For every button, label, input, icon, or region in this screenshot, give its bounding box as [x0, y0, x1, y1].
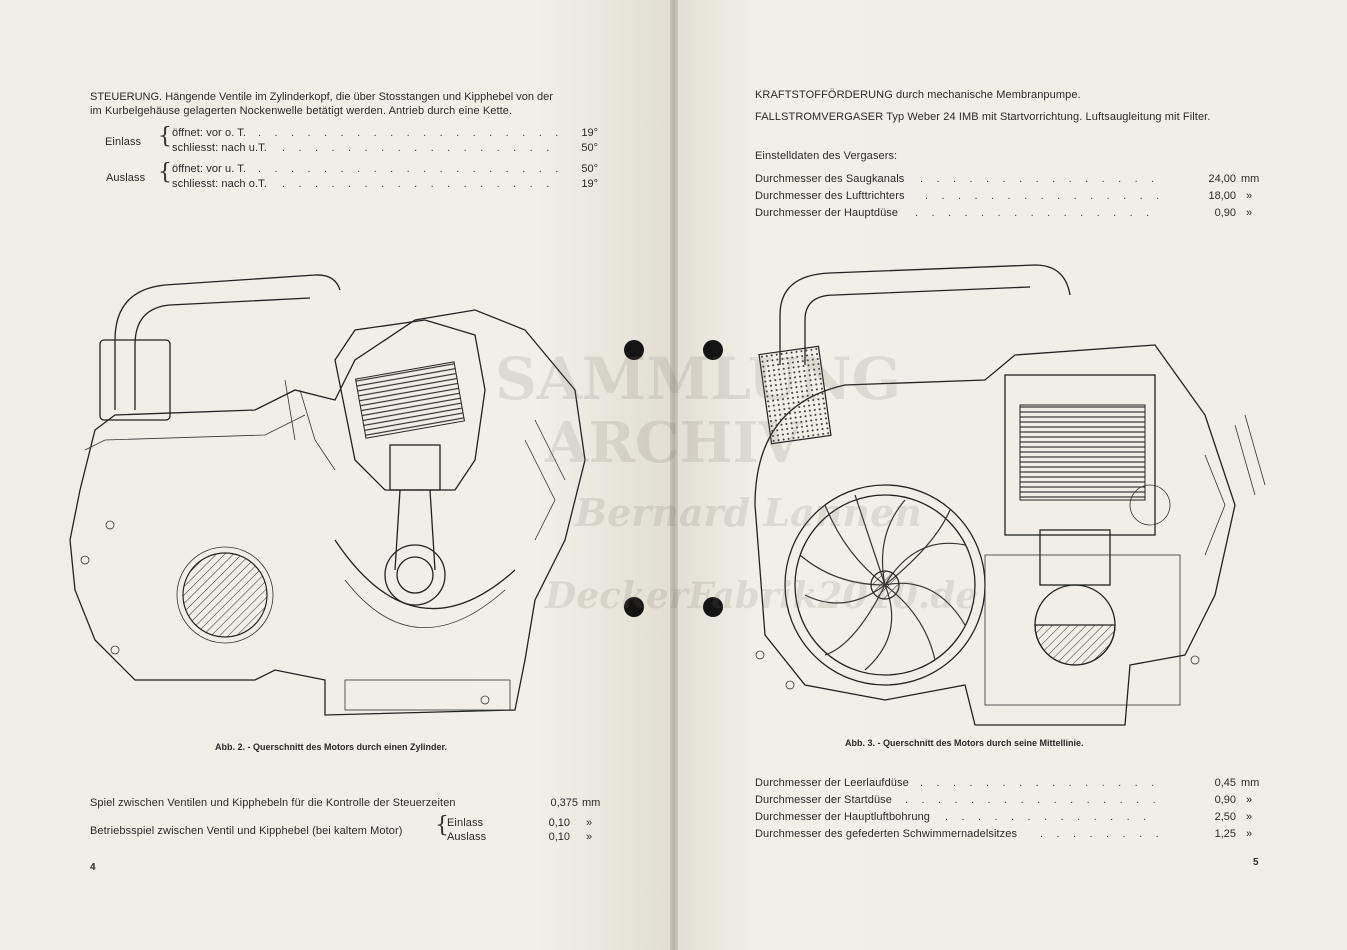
dot-leader: . . . . . . . . . . . . . . . . . . . . …: [258, 163, 558, 175]
timing-label-4: schliesst: nach o.T.: [172, 178, 267, 190]
figure-caption-right: Abb. 3. - Querschnitt des Motors durch s…: [845, 738, 1084, 748]
watermark-line-1: SAMMLUNG: [495, 345, 902, 413]
bottom-row-value-2: 0,90: [1214, 794, 1236, 806]
binding-gutter: [670, 0, 678, 950]
timing-value-4: 19°: [581, 178, 598, 190]
timing-value-2: 50°: [581, 142, 598, 154]
timing-value-3: 50°: [581, 163, 598, 175]
binder-hole: [703, 340, 723, 360]
timing-label-3: öffnet: vor u. T.: [172, 163, 247, 175]
betrieb-brace: {: [435, 813, 449, 838]
auslass-brace: {: [158, 160, 172, 185]
betrieb-auslass-label: Auslass: [447, 831, 487, 843]
dot-leader: . . . . . . . . . . . . . . . . . . . . …: [920, 777, 1160, 789]
bottom-row-label-1: Durchmesser der Leerlaufdüse: [755, 777, 909, 789]
left-page: [0, 0, 672, 950]
top-row-label-3: Durchmesser der Hauptdüse: [755, 207, 899, 219]
watermark-line-3: Bernard Lannen: [575, 490, 922, 535]
betrieb-einlass-value: 0,10: [548, 817, 570, 829]
spiel-label: Spiel zwischen Ventilen und Kipphebeln f…: [90, 797, 456, 809]
top-row-unit-2: »: [1246, 190, 1253, 202]
top-row-unit-1: mm: [1241, 173, 1260, 185]
bottom-row-unit-1: mm: [1241, 777, 1260, 789]
dot-leader: . . . . . . . . . . . . . . . . . . . . …: [920, 173, 1160, 185]
bottom-row-label-3: Durchmesser der Hauptluftbohrung: [755, 811, 931, 823]
bottom-row-unit-4: »: [1246, 828, 1253, 840]
dot-leader: . . . . . . . . . . . . . . . . . . . . …: [282, 142, 558, 154]
einlass-brace: {: [158, 124, 172, 149]
steuerung-line-2: im Kurbelgehäuse gelagerten Nockenwelle …: [90, 105, 513, 117]
bottom-row-value-4: 1,25: [1214, 828, 1236, 840]
bottom-row-value-3: 2,50: [1214, 811, 1236, 823]
top-row-value-1: 24,00: [1208, 173, 1236, 185]
top-row-value-3: 0,90: [1214, 207, 1236, 219]
page-number-left: 4: [90, 862, 96, 873]
betrieb-auslass-unit: »: [586, 831, 593, 843]
bottom-row-label-4: Durchmesser des gefederten Schwimmernade…: [755, 828, 1018, 840]
bottom-row-label-2: Durchmesser der Startdüse: [755, 794, 892, 806]
steuerung-line-1: Hängende Ventile im Zylinderkopf, die üb…: [165, 91, 553, 103]
spiel-unit: mm: [582, 797, 601, 809]
vergaser-line: FALLSTROMVERGASER Typ Weber 24 IMB mit S…: [755, 111, 1211, 123]
engine-cross-section-cylinder-drawing: [69, 274, 586, 716]
dot-leader: . . . . . . . . . . . . . . . . . . . . …: [915, 207, 1160, 219]
steuerung-paragraph: STEUERUNG. Hängende Ventile im Zylinderk…: [90, 90, 598, 104]
dot-leader: . . . . . . . . . . . . . . . . . . . . …: [282, 178, 558, 190]
betrieb-label: Betriebsspiel zwischen Ventil und Kipphe…: [90, 825, 403, 837]
top-row-value-2: 18,00: [1208, 190, 1236, 202]
spiel-value: 0,375: [550, 797, 578, 809]
timing-value-1: 19°: [581, 127, 598, 139]
bottom-row-unit-2: »: [1246, 794, 1253, 806]
bottom-row-value-1: 0,45: [1214, 777, 1236, 789]
dot-leader: . . . . . . . . . . . . . . . . . . . . …: [1040, 828, 1160, 840]
betrieb-auslass-value: 0,10: [548, 831, 570, 843]
timing-label-1: öffnet: vor o. T.: [172, 127, 247, 139]
page-number-right: 5: [1253, 857, 1259, 868]
engine-cross-section-centerline-drawing: [754, 264, 1266, 726]
top-row-unit-3: »: [1246, 207, 1253, 219]
dot-leader: . . . . . . . . . . . . . . . . . . . . …: [925, 190, 1160, 202]
betrieb-einlass-label: Einlass: [447, 817, 484, 829]
binder-hole: [624, 340, 644, 360]
binder-hole: [624, 597, 644, 617]
timing-label-2: schliesst: nach u.T.: [172, 142, 267, 154]
top-row-label-1: Durchmesser des Saugkanals: [755, 173, 905, 185]
right-page: [675, 0, 1347, 950]
bottom-row-unit-3: »: [1246, 811, 1253, 823]
top-row-label-2: Durchmesser des Lufttrichters: [755, 190, 905, 202]
einlass-label: Einlass: [105, 136, 142, 148]
einstell-heading: Einstelldaten des Vergasers:: [755, 150, 898, 162]
figure-caption-left: Abb. 2. - Querschnitt des Motors durch e…: [215, 742, 448, 752]
auslass-label: Auslass: [106, 172, 146, 184]
dot-leader: . . . . . . . . . . . . . . . . . . . . …: [945, 811, 1160, 823]
kraftstoff-line: KRAFTSTOFFÖRDERUNG durch mechanische Mem…: [755, 89, 1081, 101]
binder-hole: [703, 597, 723, 617]
steuerung-heading: STEUERUNG.: [90, 91, 163, 103]
watermark-line-4: DeckerFabrik2010.de: [545, 575, 979, 617]
dot-leader: . . . . . . . . . . . . . . . . . . . . …: [905, 794, 1160, 806]
betrieb-einlass-unit: »: [586, 817, 593, 829]
watermark-line-2: ARCHIV: [545, 410, 803, 476]
dot-leader: . . . . . . . . . . . . . . . . . . . . …: [258, 127, 558, 139]
